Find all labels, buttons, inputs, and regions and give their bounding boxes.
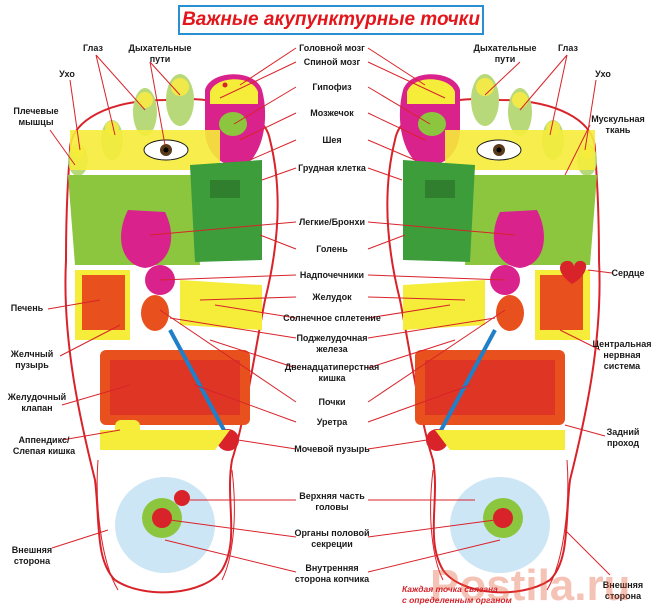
label-duodenum-1: Двенадцатиперстная [285, 362, 380, 372]
label-anus-1: Задний [607, 427, 640, 437]
label-genitals-1: Органы половой [294, 528, 369, 538]
page-title: Важные акупунктурные точки [182, 9, 480, 30]
label-outer-left-1: Внешняя [12, 545, 52, 555]
label-bladder: Мочевой пузырь [294, 444, 370, 454]
label-outer-right-2: сторона [605, 591, 642, 601]
label-appendix-1: Аппендикс/ [19, 435, 70, 445]
title-box: Важные акупунктурные точки [178, 5, 484, 35]
label-shin: Голень [316, 244, 348, 254]
label-outer-right-1: Внешняя [603, 580, 643, 590]
label-ear-left: Ухо [59, 69, 75, 79]
label-cerebellum: Мозжечок [310, 108, 354, 118]
label-gall-2: пузырь [15, 360, 49, 370]
footnote-2: с определенным органом [402, 595, 513, 605]
label-pancreas-2: железа [315, 344, 348, 354]
label-muscle-1: Мускульная [591, 114, 645, 124]
right-labels: Дыхательные пути Глаз Ухо Мускульная тка… [474, 43, 652, 601]
watermark: Postila.ru [430, 561, 631, 610]
label-shoulder-2: мышцы [18, 117, 53, 127]
footnote-1: Каждая точка связана [402, 584, 498, 594]
label-coccyx-2: сторона копчика [295, 574, 370, 584]
label-cns-1: Центральная [593, 339, 652, 349]
label-lungs: Легкие/Бронхи [299, 217, 365, 227]
label-cns-2: нервная [603, 350, 640, 360]
leader-lines [47, 47, 613, 576]
label-heart: Сердце [611, 268, 644, 278]
label-coccyx-1: Внутренняя [305, 563, 358, 573]
label-appendix-2: Слепая кишка [13, 446, 76, 456]
label-breath-left-1: Дыхательные [129, 43, 192, 53]
label-ear-right: Ухо [595, 69, 611, 79]
label-head-top-1: Верхняя часть [299, 491, 365, 501]
eye-icon [476, 139, 522, 161]
label-anus-2: проход [607, 438, 639, 448]
label-pituitary: Гипофиз [312, 82, 352, 92]
label-cns-3: система [604, 361, 641, 371]
label-neck: Шея [322, 135, 341, 145]
foot-left [64, 74, 279, 594]
heart-marker [560, 260, 587, 284]
eye-icon [143, 139, 189, 161]
center-labels: Головной мозг Спиной мозг Гипофиз Мозжеч… [283, 43, 381, 584]
label-breath-right-2: пути [495, 54, 516, 64]
label-genitals-2: секреции [311, 539, 353, 549]
label-valve-2: клапан [21, 403, 52, 413]
label-eye-left: Глаз [83, 43, 103, 53]
label-eye-right: Глаз [558, 43, 578, 53]
label-liver: Печень [11, 303, 44, 313]
label-shoulder-1: Плечевые [13, 106, 58, 116]
label-chest: Грудная клетка [298, 163, 367, 173]
label-breath-right-1: Дыхательные [474, 43, 537, 53]
label-valve-1: Желудочный [7, 392, 66, 402]
label-pancreas-1: Поджелудочная [296, 333, 367, 343]
label-brain: Головной мозг [299, 43, 365, 53]
label-stomach: Желудок [311, 292, 352, 302]
label-spinal-brain: Спиной мозг [304, 57, 361, 67]
foot-right [386, 74, 601, 594]
label-head-top-2: головы [315, 502, 349, 512]
label-gall-1: Желчный [10, 349, 54, 359]
label-duodenum-2: кишка [318, 373, 346, 383]
label-adrenals: Надпочечники [300, 270, 364, 280]
label-urethra: Уретра [317, 417, 349, 427]
left-labels: Глаз Дыхательные пути Ухо Плечевые мышцы… [7, 43, 192, 566]
label-breath-left-2: пути [150, 54, 171, 64]
label-outer-left-2: сторона [14, 556, 51, 566]
label-kidneys: Почки [318, 397, 345, 407]
label-solar-plexus: Солнечное сплетение [283, 313, 381, 323]
label-muscle-2: ткань [606, 125, 631, 135]
